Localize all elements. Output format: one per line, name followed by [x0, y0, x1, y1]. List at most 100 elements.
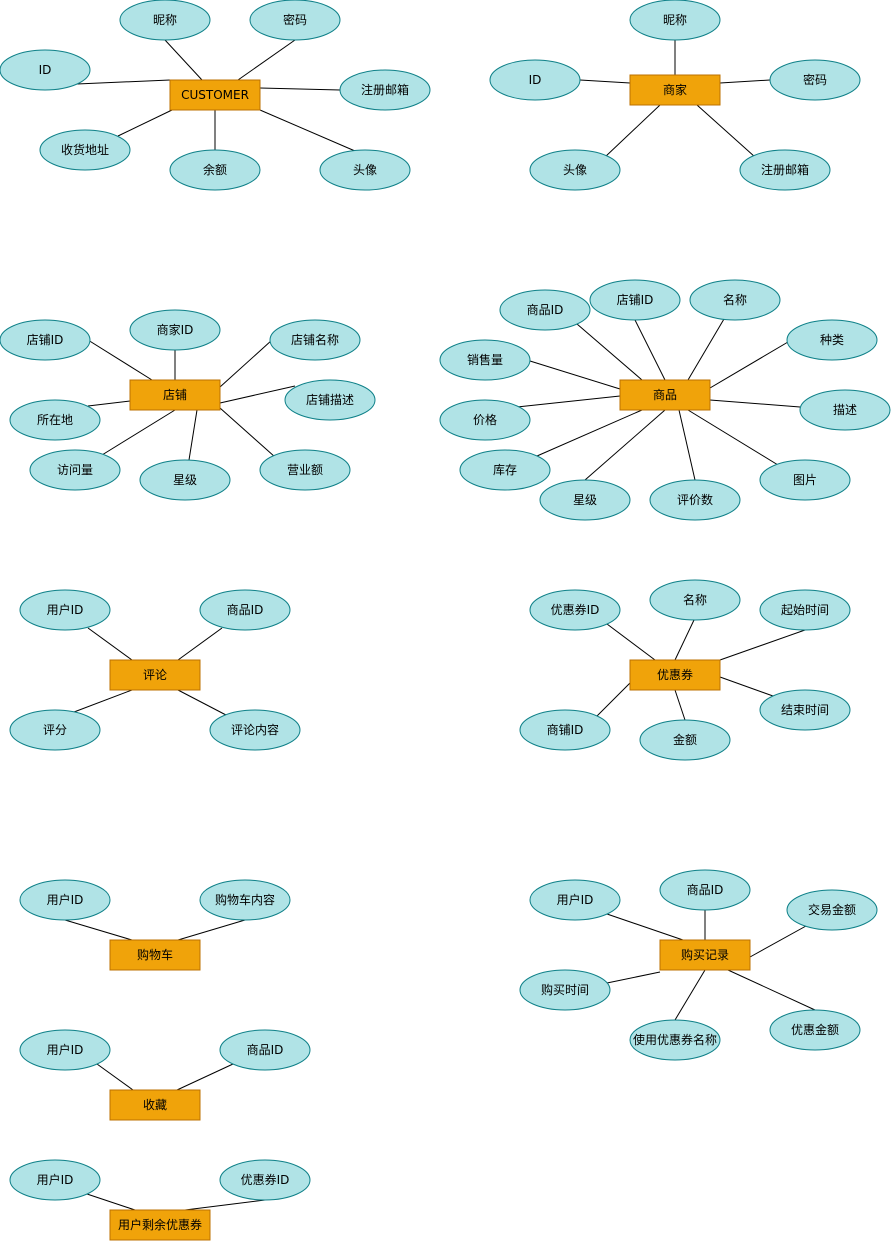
- attribute-cart-1[interactable]: 购物车内容: [199, 879, 291, 921]
- entity-comment[interactable]: 评论: [109, 659, 201, 691]
- attribute-customer-4[interactable]: 收货地址: [39, 129, 131, 171]
- attribute-product-0[interactable]: 商品ID: [499, 289, 591, 331]
- edge-comment-1: [177, 627, 223, 661]
- attribute-product-10[interactable]: 图片: [759, 459, 851, 501]
- attribute-customer-6[interactable]: 头像: [319, 149, 411, 191]
- attribute-coupon-0[interactable]: 优惠券ID: [529, 589, 621, 631]
- attribute-merchant-2[interactable]: 密码: [769, 59, 861, 101]
- attribute-favorite-1[interactable]: 商品ID: [219, 1029, 311, 1071]
- attribute-purchase-4[interactable]: 使用优惠券名称: [629, 1019, 721, 1061]
- attribute-comment-1[interactable]: 商品ID: [199, 589, 291, 631]
- attribute-user-coupon-1[interactable]: 优惠券ID: [219, 1159, 311, 1201]
- attribute-purchase-0[interactable]: 用户ID: [529, 879, 621, 921]
- edge-coupon-5: [719, 676, 774, 697]
- attribute-customer-1[interactable]: 密码: [249, 0, 341, 41]
- edge-product-5: [516, 395, 621, 408]
- attribute-merchant-0[interactable]: 昵称: [629, 0, 721, 41]
- edge-shop-0: [87, 339, 153, 381]
- attribute-comment-0[interactable]: 用户ID: [19, 589, 111, 631]
- entity-coupon[interactable]: 优惠券: [629, 659, 721, 691]
- attribute-ellipse: [119, 0, 211, 41]
- entity-purchase[interactable]: 购买记录: [659, 939, 751, 971]
- attribute-label: 头像: [353, 163, 377, 177]
- attribute-coupon-5[interactable]: 结束时间: [759, 689, 851, 731]
- attribute-product-5[interactable]: 价格: [439, 399, 531, 441]
- attribute-coupon-1[interactable]: 名称: [649, 579, 741, 621]
- entity-box: [109, 1089, 201, 1121]
- attribute-coupon-4[interactable]: 金额: [639, 719, 731, 761]
- attribute-purchase-2[interactable]: 交易金额: [786, 889, 878, 931]
- attribute-purchase-3[interactable]: 购买时间: [519, 969, 611, 1011]
- attribute-label: 描述: [833, 403, 857, 417]
- entity-merchant[interactable]: 商家: [629, 74, 721, 106]
- attribute-ellipse: [499, 289, 591, 331]
- attribute-merchant-3[interactable]: 头像: [529, 149, 621, 191]
- attribute-shop-0[interactable]: 店铺ID: [0, 319, 91, 361]
- entity-favorite[interactable]: 收藏: [109, 1089, 201, 1121]
- attribute-product-7[interactable]: 库存: [459, 449, 551, 491]
- attribute-merchant-4[interactable]: 注册邮箱: [739, 149, 831, 191]
- attribute-shop-3[interactable]: 所在地: [9, 399, 101, 441]
- entity-user-coupon[interactable]: 用户剩余优惠券: [109, 1209, 211, 1241]
- attribute-purchase-5[interactable]: 优惠金额: [769, 1009, 861, 1051]
- attribute-shop-7[interactable]: 营业额: [259, 449, 351, 491]
- attribute-coupon-3[interactable]: 商铺ID: [519, 709, 611, 751]
- attribute-ellipse: [249, 0, 341, 41]
- attribute-customer-0[interactable]: 昵称: [119, 0, 211, 41]
- edge-comment-2: [73, 689, 133, 713]
- attribute-product-3[interactable]: 销售量: [439, 339, 531, 381]
- entity-shop[interactable]: 店铺: [129, 379, 221, 411]
- attribute-customer-3[interactable]: 注册邮箱: [339, 69, 431, 111]
- attribute-product-4[interactable]: 种类: [786, 319, 878, 361]
- edge-coupon-1: [674, 619, 695, 661]
- attribute-label: 名称: [683, 592, 707, 607]
- attribute-product-8[interactable]: 星级: [539, 479, 631, 521]
- entity-label: CUSTOMER: [181, 88, 249, 102]
- attribute-label: 密码: [283, 12, 307, 27]
- attribute-user-coupon-0[interactable]: 用户ID: [9, 1159, 101, 1201]
- attribute-purchase-1[interactable]: 商品ID: [659, 869, 751, 911]
- attribute-cart-0[interactable]: 用户ID: [19, 879, 111, 921]
- attribute-product-1[interactable]: 店铺ID: [589, 279, 681, 321]
- entity-box: [629, 659, 721, 691]
- entity-box: [129, 379, 221, 411]
- attribute-label: 使用优惠券名称: [633, 1032, 717, 1047]
- attribute-label: 收货地址: [61, 142, 109, 157]
- attribute-product-6[interactable]: 描述: [799, 389, 891, 431]
- attribute-label: 销售量: [467, 352, 503, 367]
- attribute-shop-4[interactable]: 店铺描述: [284, 379, 376, 421]
- attribute-shop-5[interactable]: 访问量: [29, 449, 121, 491]
- attribute-label: 商家ID: [157, 322, 194, 337]
- attribute-favorite-0[interactable]: 用户ID: [19, 1029, 111, 1071]
- attribute-product-2[interactable]: 名称: [689, 279, 781, 321]
- attribute-product-9[interactable]: 评价数: [649, 479, 741, 521]
- entity-label: 购买记录: [681, 947, 729, 962]
- edge-merchant-3: [604, 104, 661, 158]
- attribute-shop-1[interactable]: 商家ID: [129, 309, 221, 351]
- entity-cart[interactable]: 购物车: [109, 939, 201, 971]
- edge-coupon-2: [719, 629, 806, 661]
- entity-customer[interactable]: CUSTOMER: [169, 79, 261, 111]
- attribute-ellipse: [199, 589, 291, 631]
- attribute-shop-2[interactable]: 店铺名称: [269, 319, 361, 361]
- attribute-ellipse: [759, 689, 851, 731]
- attribute-comment-3[interactable]: 评论内容: [209, 709, 301, 751]
- attribute-customer-5[interactable]: 余额: [169, 149, 261, 191]
- attribute-label: 商品ID: [247, 1042, 284, 1057]
- attribute-label: 种类: [820, 333, 844, 347]
- entity-box: [659, 939, 751, 971]
- attribute-ellipse: [259, 449, 351, 491]
- entity-box: [109, 659, 201, 691]
- attribute-coupon-2[interactable]: 起始时间: [759, 589, 851, 631]
- attribute-customer-2[interactable]: ID: [0, 49, 91, 91]
- attribute-ellipse: [629, 1019, 721, 1061]
- entity-box: [109, 939, 201, 971]
- attribute-ellipse: [769, 59, 861, 101]
- attribute-ellipse: [639, 719, 731, 761]
- attribute-comment-2[interactable]: 评分: [9, 709, 101, 751]
- attribute-ellipse: [689, 279, 781, 321]
- attribute-shop-6[interactable]: 星级: [139, 459, 231, 501]
- entity-product[interactable]: 商品: [619, 379, 711, 411]
- attribute-merchant-1[interactable]: ID: [489, 59, 581, 101]
- entity-box: [169, 79, 261, 111]
